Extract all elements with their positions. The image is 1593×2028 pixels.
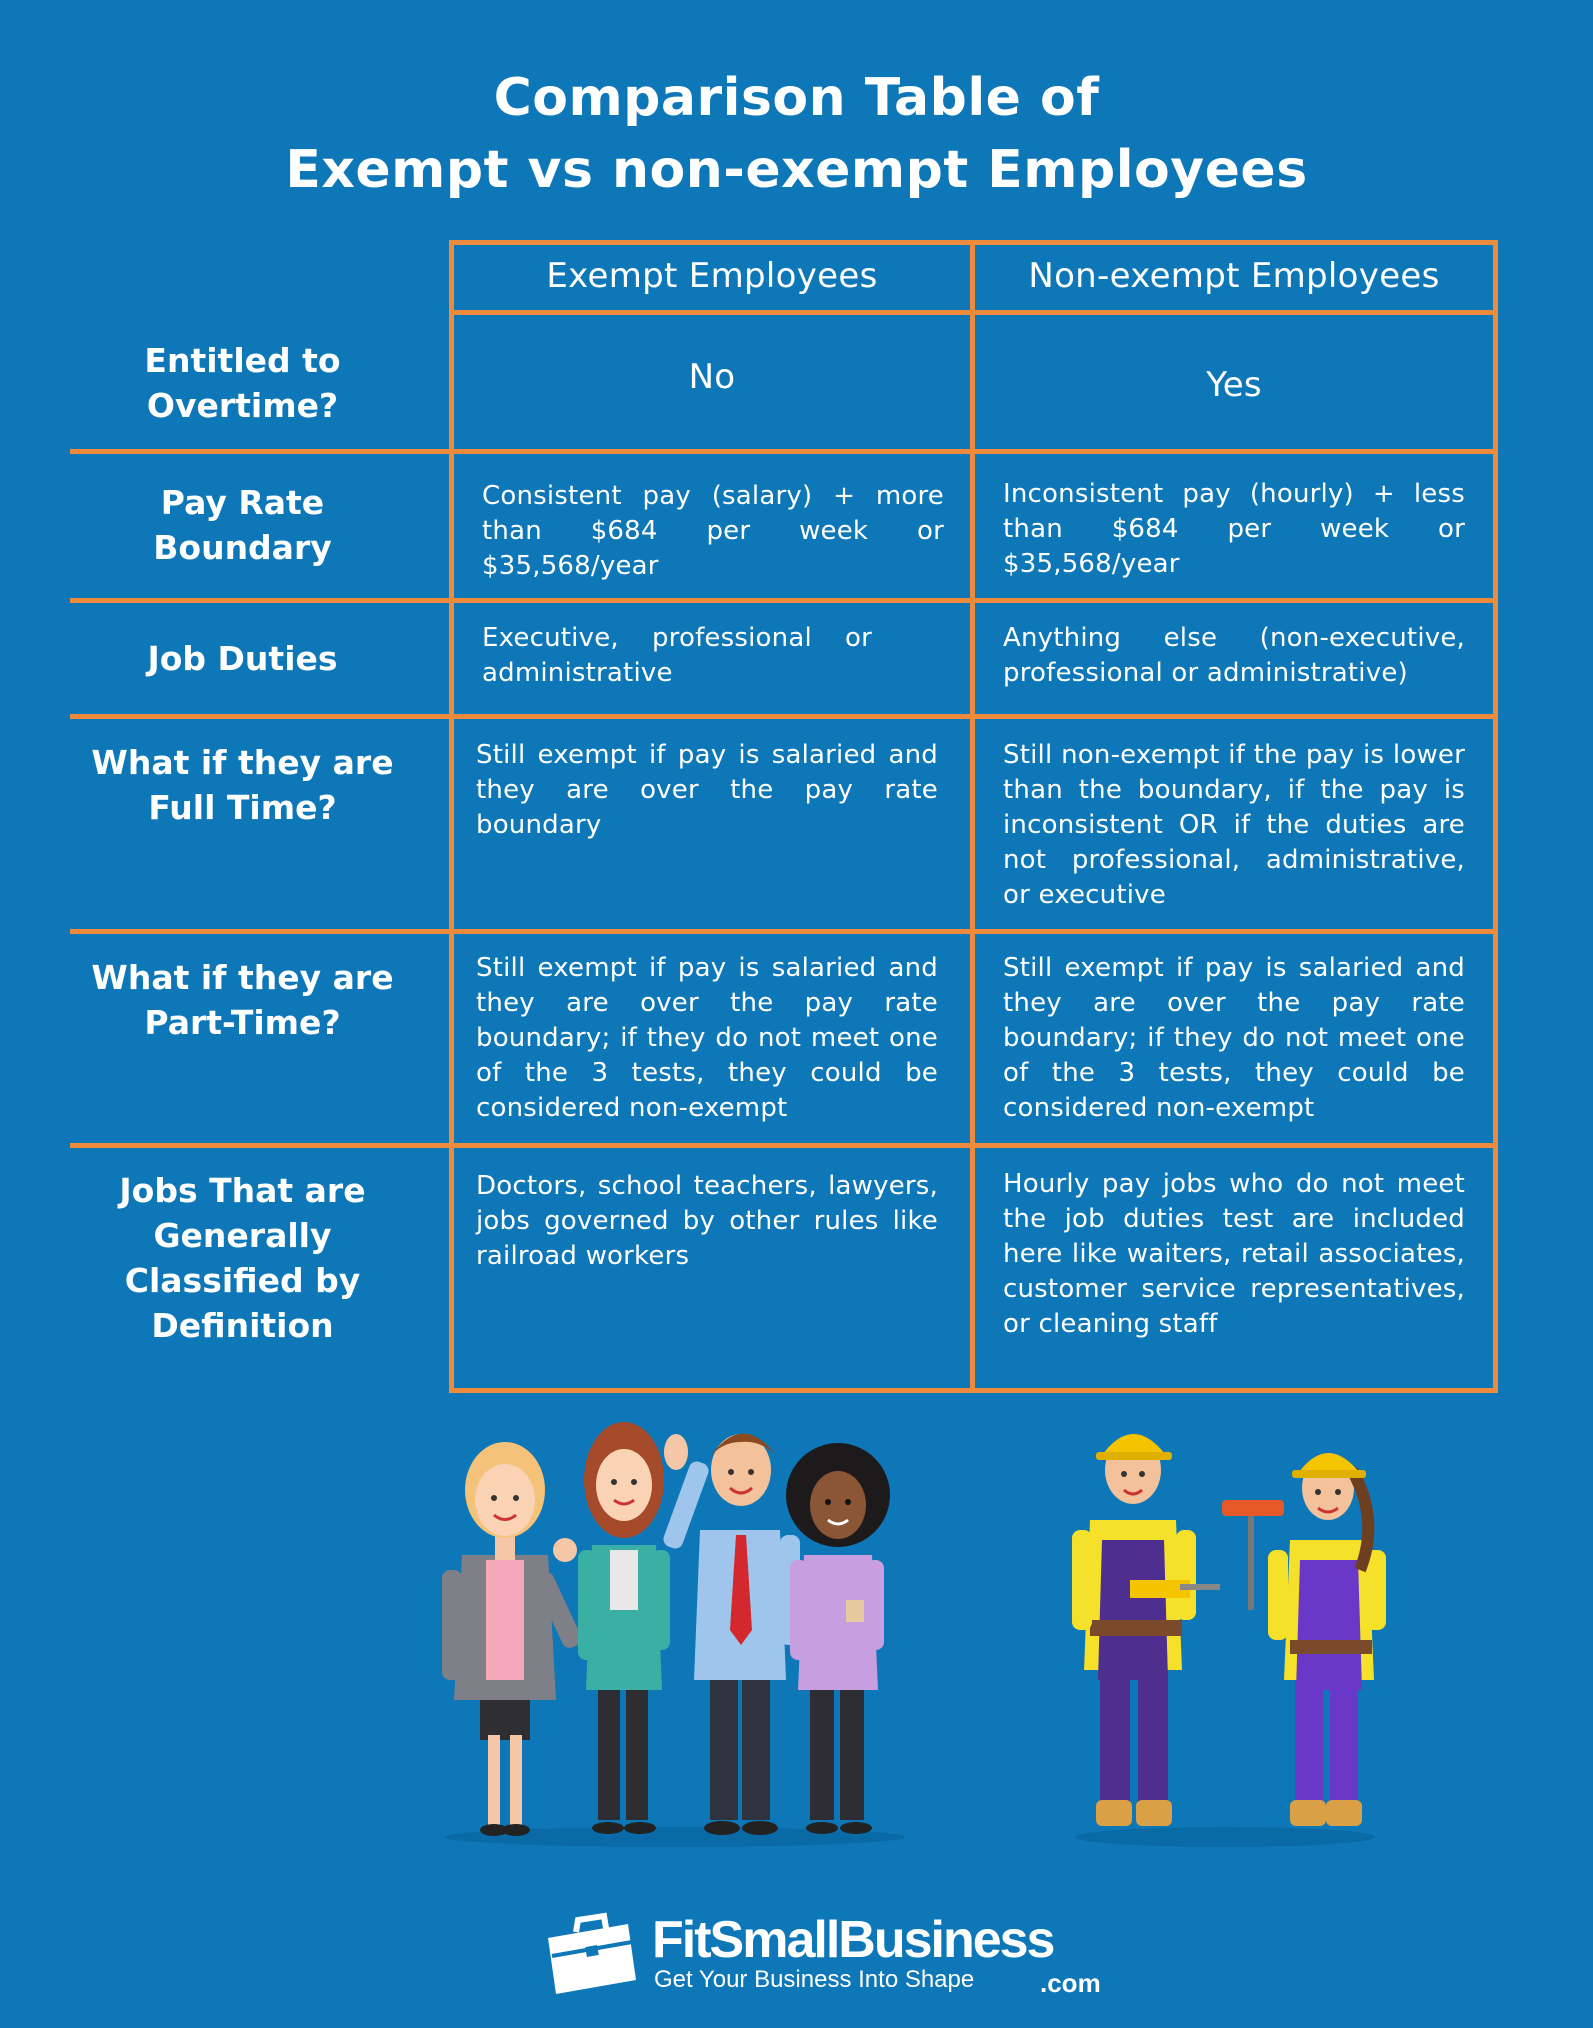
column-header-nonexempt: Non-exempt Employees <box>1028 256 1440 296</box>
cell-exempt-part-time: Still exempt if pay is salaried and they… <box>476 953 938 1123</box>
logo-tagline: Get Your Business Into Shape <box>654 1966 975 1993</box>
cell-exempt-full-time: Still exempt if pay is salaried and they… <box>476 740 938 840</box>
fitsmallbusiness-logo: FitSmallBusiness Get Your Business Into … <box>540 1910 1101 2000</box>
title-line-1: Comparison Table of <box>493 68 1100 128</box>
cell-nonexempt-pay-rate: Inconsistent pay (hourly) + less than $6… <box>1003 479 1465 579</box>
office-worker-4 <box>786 1443 890 1834</box>
cell-exempt-pay-rate: Consistent pay (salary) + more than $684… <box>482 481 944 581</box>
logo-name: FitSmallBusiness <box>652 1911 1055 1969</box>
briefcase-icon <box>548 1912 636 1994</box>
office-worker-1 <box>442 1442 582 1836</box>
cell-exempt-overtime: No <box>688 357 736 397</box>
row-label-job-duties: Job Duties <box>147 638 338 678</box>
office-worker-2 <box>578 1422 670 1834</box>
page-title: Comparison Table of Exempt vs non-exempt… <box>0 62 1593 206</box>
cell-nonexempt-jobs-classified: Hourly pay jobs who do not meet the job … <box>1003 1169 1465 1339</box>
cell-nonexempt-overtime: Yes <box>1206 364 1262 405</box>
cell-nonexempt-full-time: Still non-exempt if the pay is lower tha… <box>1003 740 1465 910</box>
construction-worker-1 <box>1072 1434 1220 1826</box>
title-line-2: Exempt vs non-exempt Employees <box>285 140 1308 200</box>
construction-worker-2 <box>1222 1453 1386 1826</box>
cell-exempt-job-duties: Executive, professional or administrativ… <box>482 623 872 688</box>
column-header-exempt: Exempt Employees <box>546 256 878 296</box>
logo-suffix: .com <box>1040 1968 1101 1998</box>
workers-illustration <box>442 1422 1386 1847</box>
office-worker-3 <box>663 1433 800 1835</box>
row-label-jobs-classified: Jobs That are Generally Classified by De… <box>119 1170 366 1345</box>
cell-nonexempt-job-duties: Anything else (non-executive, profession… <box>1003 623 1465 688</box>
cell-exempt-jobs-classified: Doctors, school teachers, lawyers, jobs … <box>476 1171 938 1271</box>
cell-nonexempt-part-time: Still exempt if pay is salaried and they… <box>1003 953 1465 1123</box>
